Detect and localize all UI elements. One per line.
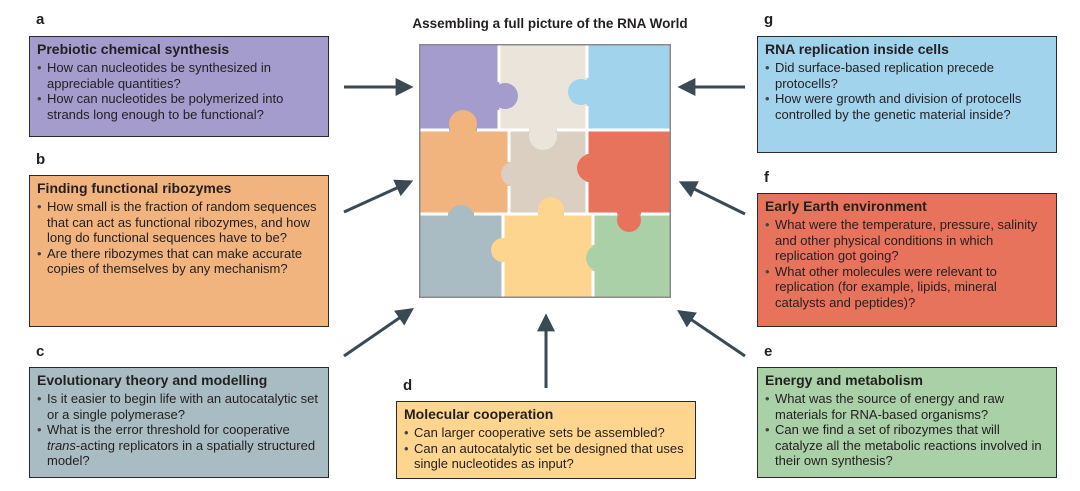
puzzle-piece-rna-replication	[587, 44, 671, 130]
box-heading: RNA replication inside cells	[765, 41, 949, 57]
arrow-from-f	[678, 181, 746, 216]
panel-letter-e: e	[764, 343, 773, 360]
arrow-from-b	[343, 179, 414, 214]
puzzle-seams	[419, 44, 671, 298]
question-item: Are there ribozymes that can make accura…	[37, 246, 322, 277]
question-list: Did surface-based replication precede pr…	[765, 60, 1050, 122]
panel-letter-c: c	[36, 343, 45, 360]
question-item: How can nucleotides be synthesized in ap…	[37, 60, 322, 91]
puzzle-knob	[492, 83, 518, 109]
puzzle-knob	[538, 197, 564, 223]
puzzle-knob	[448, 205, 474, 231]
puzzle-frame	[419, 44, 671, 298]
arrow-from-c	[343, 307, 414, 358]
puzzle-knob	[617, 208, 641, 232]
puzzle-piece-cooperation	[503, 214, 593, 298]
question-item: What were the temperature, pressure, sal…	[765, 217, 1050, 264]
panel-letter-g: g	[764, 11, 774, 28]
panel-letter-f: f	[764, 169, 769, 186]
arrow-from-e	[677, 309, 746, 358]
question-item: Did surface-based replication precede pr…	[765, 60, 1050, 91]
question-item: How were growth and division of protocel…	[765, 91, 1050, 122]
question-item: Is it easier to begin life with an autoc…	[37, 391, 322, 422]
question-item: How small is the fraction of random sequ…	[37, 199, 322, 246]
question-text-italic: trans	[47, 437, 76, 453]
box-heading: Finding functional ribozymes	[37, 180, 232, 196]
box-heading: Evolutionary theory and modelling	[37, 372, 268, 388]
box-evolutionary-theory-and-modelling: Evolutionary theory and modelling Is it …	[29, 367, 329, 478]
question-list: How small is the fraction of random sequ…	[37, 199, 322, 277]
box-rna-replication-inside-cells: RNA replication inside cells Did surface…	[757, 36, 1057, 153]
question-item: What is the error threshold for cooperat…	[37, 422, 322, 469]
box-heading: Energy and metabolism	[765, 372, 923, 388]
question-item: What other molecules were relevant to re…	[765, 264, 1050, 311]
figure-title: Assembling a full picture of the RNA Wor…	[412, 16, 688, 31]
question-text: What is the error threshold for cooperat…	[47, 422, 290, 438]
box-heading: Prebiotic chemical synthesis	[37, 41, 230, 57]
question-item: What was the source of energy and raw ma…	[765, 391, 1050, 422]
puzzle-knob	[491, 238, 515, 262]
puzzle-knob	[529, 122, 557, 150]
question-list: What was the source of energy and raw ma…	[765, 391, 1050, 469]
question-list: How can nucleotides be synthesized in ap…	[37, 60, 322, 122]
question-text: -acting replicators in a spatially struc…	[47, 437, 316, 469]
question-item: Can an autocatalytic set be designed tha…	[404, 441, 689, 472]
box-heading: Molecular cooperation	[404, 406, 554, 422]
puzzle-knob	[586, 245, 612, 271]
puzzle-knob	[577, 154, 605, 182]
question-list: What were the temperature, pressure, sal…	[765, 217, 1050, 311]
question-list: Can larger cooperative sets be assembled…	[404, 425, 689, 472]
rna-world-puzzle-illustration	[419, 44, 671, 298]
box-molecular-cooperation: Molecular cooperation Can larger coopera…	[396, 401, 696, 479]
panel-letter-a: a	[36, 11, 45, 28]
panel-letter-b: b	[36, 151, 46, 168]
box-early-earth-environment: Early Earth environment What were the te…	[757, 193, 1057, 327]
question-list: Is it easier to begin life with an autoc…	[37, 391, 322, 469]
question-item: Can larger cooperative sets be assembled…	[404, 425, 689, 441]
puzzle-piece-ribozymes	[419, 130, 509, 214]
box-finding-functional-ribozymes: Finding functional ribozymes How small i…	[29, 175, 329, 327]
box-energy-and-metabolism: Energy and metabolism What was the sourc…	[757, 367, 1057, 478]
question-item: Can we find a set of ribozymes that will…	[765, 422, 1050, 469]
box-heading: Early Earth environment	[765, 198, 927, 214]
panel-letter-d: d	[403, 377, 413, 394]
puzzle-knob	[501, 162, 525, 186]
question-item: How can nucleotides be polymerized into …	[37, 91, 322, 122]
puzzle-knob	[449, 110, 477, 138]
puzzle-knob	[568, 79, 594, 105]
box-prebiotic-chemical-synthesis: Prebiotic chemical synthesis How can nuc…	[29, 36, 329, 137]
